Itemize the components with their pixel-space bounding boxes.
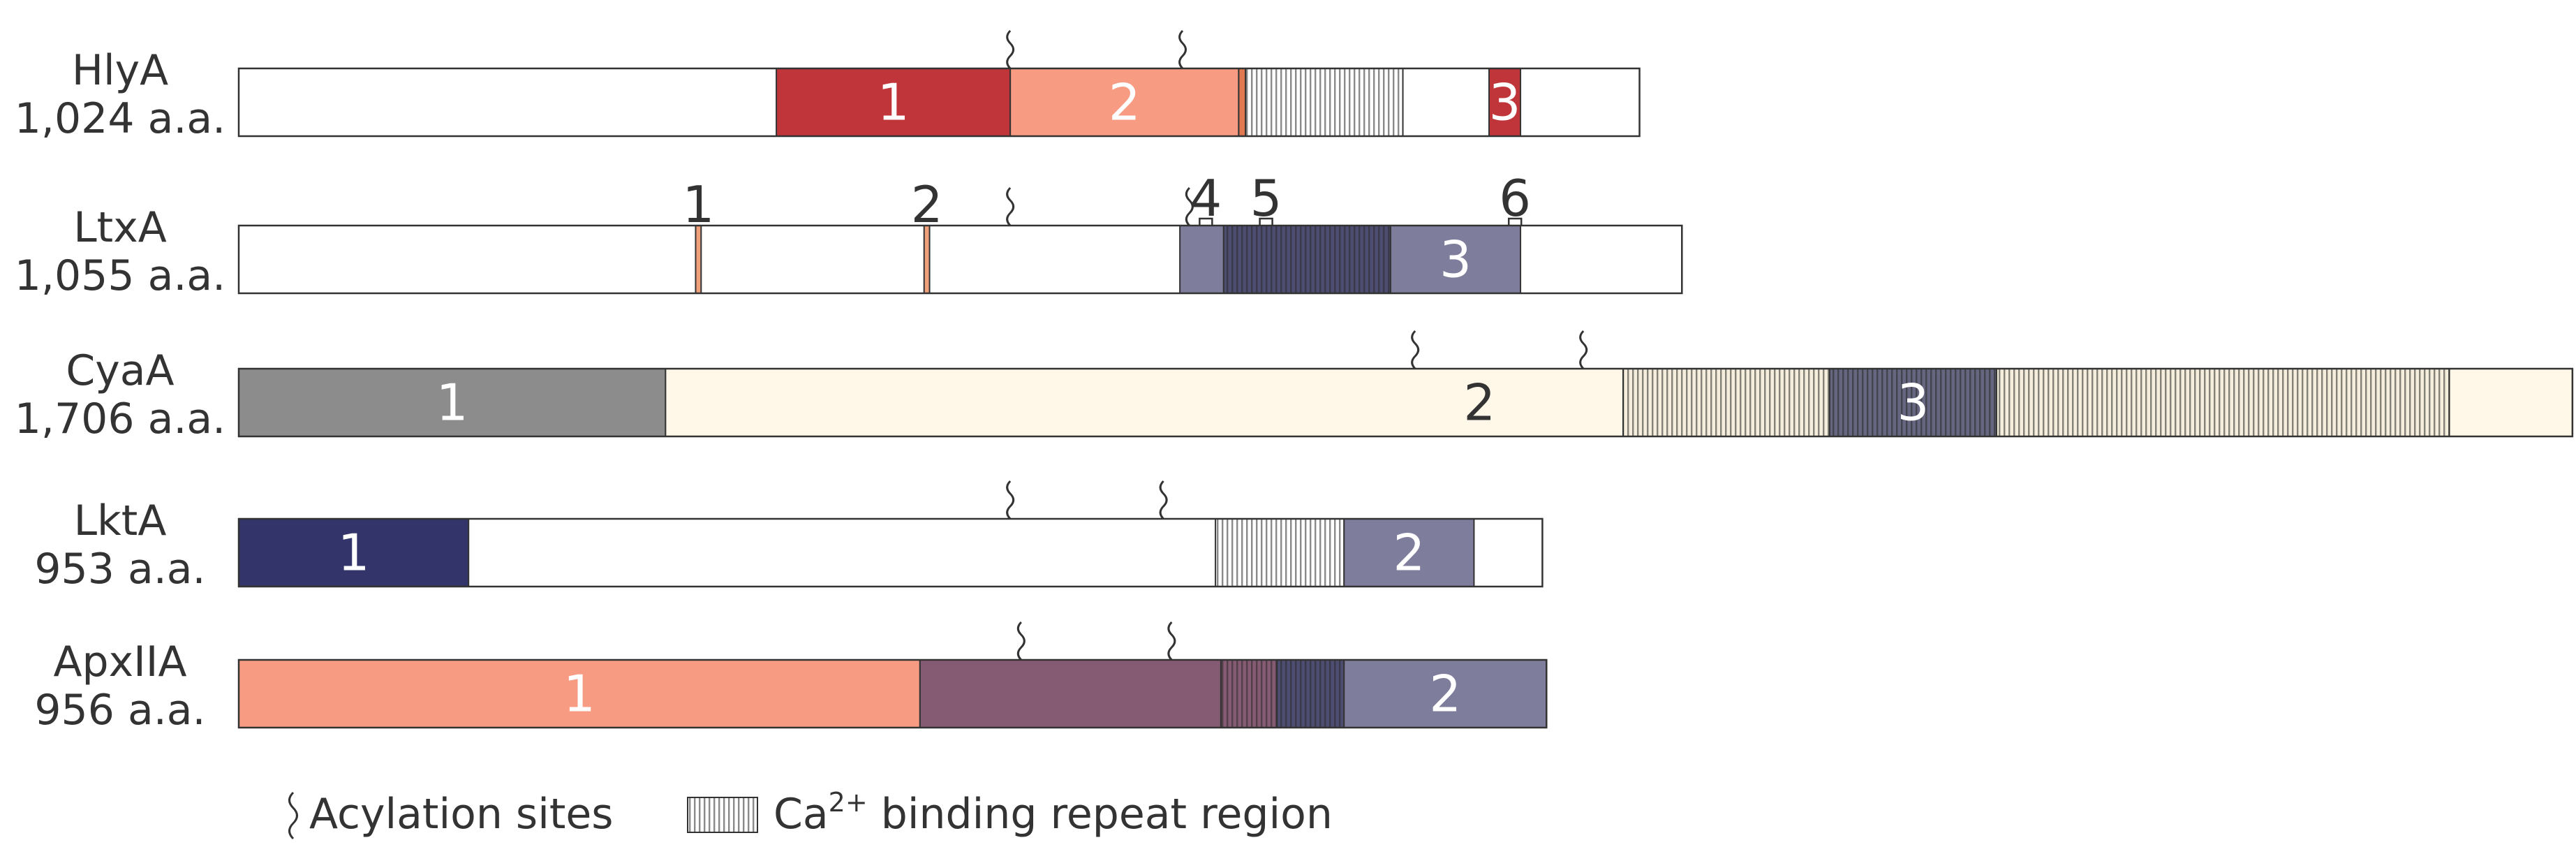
- ltxa-region-3-hatch: [1223, 226, 1391, 293]
- ltxa-region-label-3: 3: [1439, 230, 1472, 289]
- cyaa-region-2-hatch: [1623, 369, 1830, 436]
- apxiia-region-3-hatch: [1277, 660, 1345, 728]
- cyaa-acylation-site-icon-2: [1579, 330, 1588, 370]
- ltxa-site-marker-label-6: 6: [1499, 169, 1531, 228]
- apxiia-name-label: ApxIIA: [53, 638, 186, 686]
- ltxa-site-marker-label-2: 2: [911, 175, 943, 234]
- ltxa-site-marker-label-1: 1: [682, 175, 714, 234]
- ltxa-region-0: [695, 225, 702, 294]
- legend-repeat-hatch-icon: [688, 797, 757, 832]
- ltxa-site-marker-label-5: 5: [1250, 169, 1282, 228]
- cyaa-acylation-site-icon-1: [1411, 330, 1420, 370]
- hlya-bar-outline: [237, 67, 1641, 138]
- hlya-acylation-site-icon-1: [1006, 29, 1015, 70]
- cyaa-name-label: CyaA: [66, 346, 174, 395]
- apxiia-region-1: [919, 659, 1222, 728]
- hlya-region-label-1: 1: [878, 73, 910, 132]
- ltxa-region-2: [1179, 225, 1224, 294]
- lkta-region-1-hatch: [1215, 519, 1345, 587]
- apxiia-region-label-1: 1: [563, 665, 595, 723]
- cyaa-region-label-3: 3: [1897, 374, 1930, 432]
- apxiia-acylation-site-icon-2: [1167, 621, 1176, 661]
- legend-acylation-icon: [288, 791, 298, 840]
- apxiia-length-label: 956 a.a.: [34, 686, 205, 735]
- ltxa-site-marker-label-4: 4: [1190, 169, 1222, 228]
- ltxa-length-label: 1,055 a.a.: [15, 251, 226, 300]
- legend-repeat-suffix: binding repeat region: [868, 790, 1333, 839]
- cyaa-bar-outline: [237, 367, 2574, 438]
- ltxa-site-marker-bracket-4: [1199, 217, 1213, 226]
- lkta-length-label: 953 a.a.: [34, 545, 205, 594]
- hlya-name-label: HlyA: [72, 46, 168, 95]
- ltxa-acylation-site-icon-1: [1006, 186, 1015, 227]
- ltxa-site-marker-bracket-5: [1259, 217, 1273, 226]
- ltxa-acylation-site-icon-2: [1185, 186, 1194, 227]
- hlya-region-label-3: 3: [1489, 73, 1521, 132]
- legend-repeat-prefix: Ca: [773, 790, 829, 839]
- cyaa-length-label: 1,706 a.a.: [15, 395, 226, 443]
- lkta-acylation-site-icon-1: [1006, 480, 1015, 520]
- hlya-region-2: [1238, 68, 1247, 137]
- apxiia-region-label-2: 2: [1429, 665, 1461, 723]
- lkta-region-label-1: 1: [338, 524, 370, 582]
- apxiia-bar-outline: [237, 658, 1548, 729]
- lkta-bar-outline: [237, 517, 1544, 588]
- apxiia-region-2-hatch: [1220, 660, 1278, 728]
- legend-repeat-label: Ca2+ binding repeat region: [773, 787, 1333, 839]
- hlya-region-3-hatch: [1245, 68, 1403, 136]
- apxiia-acylation-site-icon-1: [1016, 621, 1026, 661]
- lkta-acylation-site-icon-2: [1159, 480, 1168, 520]
- cyaa-region-label-2: 2: [1463, 374, 1495, 432]
- legend: Acylation sites Ca2+ binding repeat regi…: [288, 787, 1333, 840]
- cyaa-region-label-1: 1: [436, 374, 468, 432]
- legend-repeat-superscript: 2+: [829, 787, 868, 818]
- lkta-region-label-2: 2: [1393, 524, 1425, 582]
- cyaa-region-3-hatch: [1829, 369, 1997, 436]
- ltxa-name-label: LtxA: [73, 203, 167, 252]
- ltxa-site-marker-bracket-6: [1507, 217, 1523, 226]
- hlya-length-label: 1,024 a.a.: [15, 94, 226, 143]
- lkta-name-label: LktA: [74, 496, 167, 545]
- ltxa-bar-outline: [237, 224, 1683, 295]
- ltxa-region-4: [1389, 225, 1522, 294]
- hlya-region-0: [776, 68, 1012, 137]
- legend-acylation-label: Acylation sites: [309, 790, 614, 839]
- cyaa-region-4-hatch: [1996, 369, 2450, 436]
- ltxa-region-1: [923, 225, 931, 294]
- hlya-acylation-site-icon-2: [1178, 29, 1187, 70]
- hlya-region-label-2: 2: [1109, 73, 1141, 132]
